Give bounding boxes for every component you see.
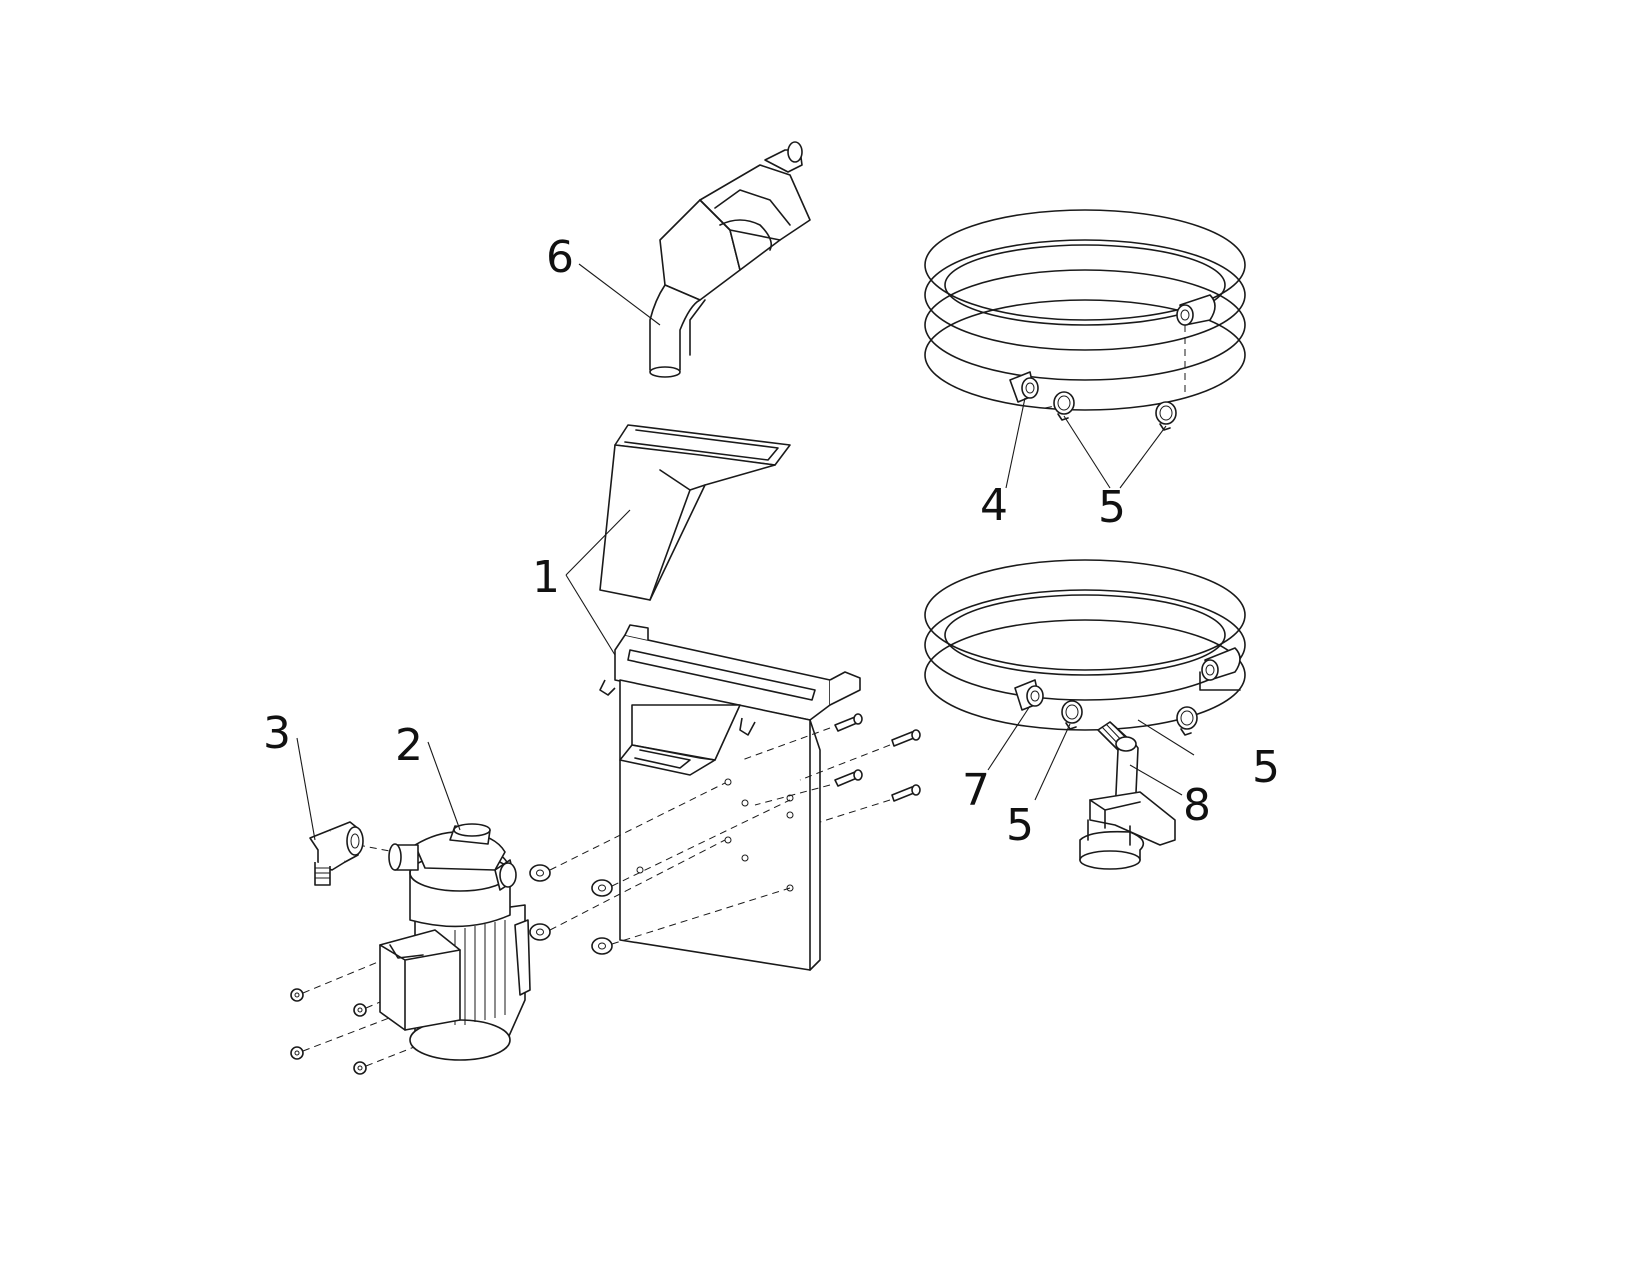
nut <box>290 988 304 1002</box>
hose-clamp <box>1061 700 1083 730</box>
funnel-part <box>599 424 791 601</box>
callout-5-upper: 5 <box>1098 482 1126 533</box>
nut <box>353 1061 367 1075</box>
callout-5-lower-left: 5 <box>1006 800 1034 851</box>
hose-coil-upper <box>924 209 1246 431</box>
nut <box>290 1046 304 1060</box>
hose-clamp <box>1176 706 1198 736</box>
pump-motor-part <box>379 823 531 1061</box>
leader-4 <box>1005 397 1026 489</box>
leader-2 <box>427 741 461 831</box>
assembly-lines <box>302 313 1186 1067</box>
washer <box>529 864 551 882</box>
suction-pipe-part <box>1079 721 1176 870</box>
callout-5-lower-right: 5 <box>1252 742 1280 793</box>
mounting-bracket-part <box>599 624 861 971</box>
leader-lines <box>296 263 1195 841</box>
leader-7 <box>987 705 1031 771</box>
hose-clamp <box>1155 401 1177 431</box>
washer <box>591 937 613 955</box>
callout-numbers: 6 1 3 2 4 5 7 5 8 5 <box>263 232 1280 851</box>
leader-5d <box>1137 719 1195 756</box>
leader-3 <box>296 737 316 841</box>
callout-7: 7 <box>962 765 990 816</box>
leader-1b <box>565 574 616 656</box>
bolt <box>834 713 863 732</box>
callout-1: 1 <box>532 552 560 603</box>
callout-6: 6 <box>546 232 574 283</box>
leader-5c <box>1034 723 1071 801</box>
leader-6 <box>578 263 661 326</box>
bolt <box>891 729 921 747</box>
nut <box>353 1003 367 1017</box>
leader-5a <box>1063 415 1111 489</box>
hose-clamp <box>1053 391 1075 421</box>
washer <box>529 923 551 941</box>
bolt <box>891 784 921 802</box>
leader-5b <box>1119 425 1167 489</box>
fasteners <box>290 713 921 1075</box>
callout-3: 3 <box>263 708 291 759</box>
callout-2: 2 <box>395 720 423 771</box>
leader-8 <box>1129 764 1183 796</box>
bolt <box>834 769 863 787</box>
elbow-fitting-part <box>309 821 364 886</box>
washer <box>591 879 613 897</box>
callout-8: 8 <box>1183 780 1211 831</box>
hose-coil-lower <box>924 559 1246 736</box>
nozzle-part <box>649 141 811 378</box>
callout-4: 4 <box>980 480 1008 531</box>
leader-1a <box>565 509 631 576</box>
